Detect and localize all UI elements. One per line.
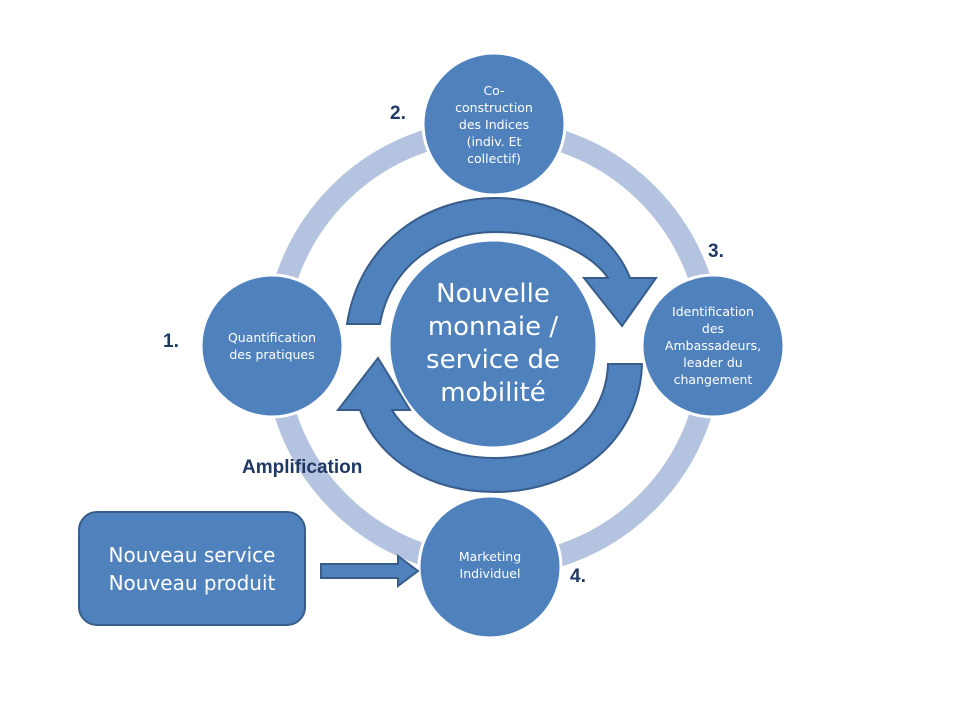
node-4-line: Marketing <box>458 549 522 564</box>
node-3-line: changement <box>673 371 753 387</box>
node-2-line: des Indices <box>458 116 530 132</box>
circular-arrow-bottom <box>335 356 644 494</box>
node-4-circle <box>417 494 563 640</box>
node-1-line: Quantification <box>227 330 317 345</box>
node-3-line: Ambassadeurs, <box>664 337 762 353</box>
node-3-line: Identification <box>672 303 754 319</box>
node-1-circle <box>199 273 345 419</box>
node-3-number: 3. <box>708 241 724 262</box>
node-2-line: (indiv. Et <box>466 133 522 149</box>
node-2-label: Co- construction des Indices (indiv. Et … <box>434 78 554 170</box>
node-4-number: 4. <box>570 566 586 587</box>
center-line: mobilité <box>440 378 546 408</box>
node-2-circle <box>421 51 567 197</box>
amplification-label: Amplification <box>242 457 363 478</box>
node-3-circle <box>640 273 786 419</box>
side-box <box>78 511 306 626</box>
side-box-line: Nouveau produit <box>108 570 276 595</box>
node-3-line: des <box>701 320 725 336</box>
node-2-line: construction <box>455 99 533 115</box>
node-1-label: Quantification des pratiques <box>207 316 337 376</box>
node-3-line: leader du <box>683 354 743 370</box>
circular-arrow-top <box>345 196 658 328</box>
center-line: service de <box>426 345 560 375</box>
center-circle <box>387 238 599 450</box>
node-2-line: Co- <box>483 82 505 98</box>
center-line: Nouvelle <box>436 279 550 309</box>
node-3-label: Identification des Ambassadeurs, leader … <box>648 298 778 392</box>
node-1-line: des pratiques <box>229 347 315 362</box>
node-4-line: Individuel <box>459 566 521 581</box>
side-arrow <box>320 554 420 588</box>
node-4-label: Marketing Individuel <box>425 545 555 585</box>
node-1-number: 1. <box>163 331 179 352</box>
node-2-number: 2. <box>390 103 406 124</box>
center-line: monnaie / <box>427 312 559 342</box>
side-box-line: Nouveau service <box>108 542 276 567</box>
side-box-label: Nouveau service Nouveau produit <box>79 512 305 625</box>
center-label: Nouvelle monnaie / service de mobilité <box>403 274 583 414</box>
node-2-line: collectif) <box>467 150 521 166</box>
